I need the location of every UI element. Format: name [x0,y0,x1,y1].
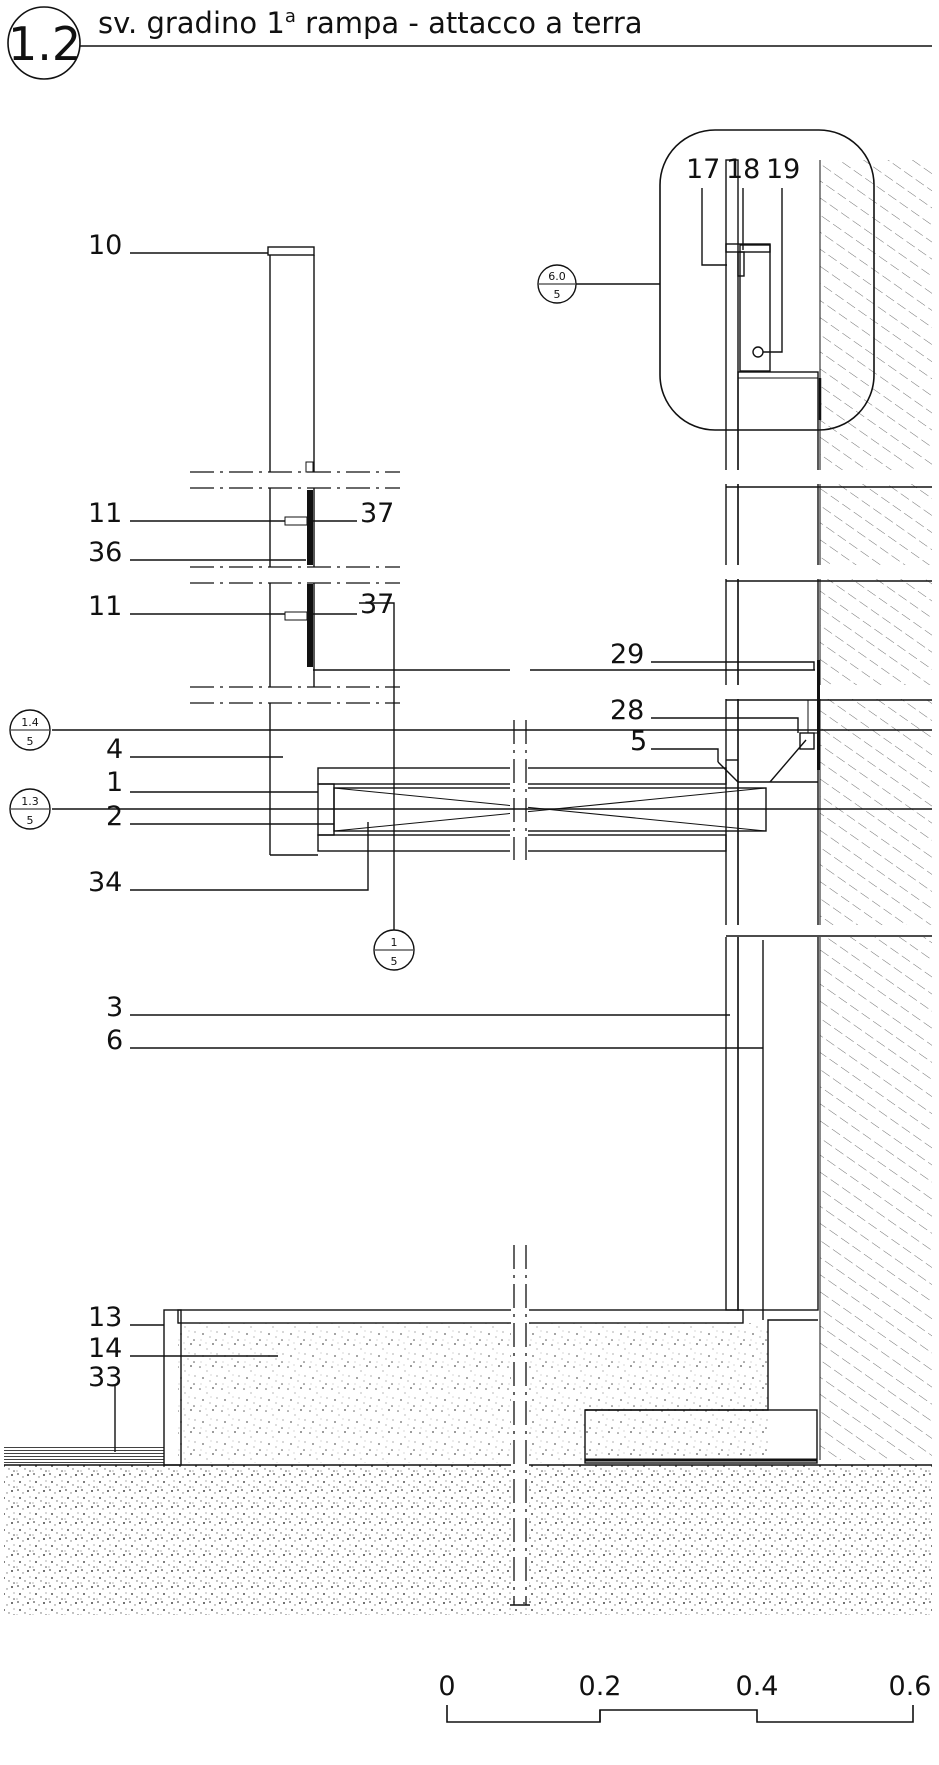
leader-lines [52,188,932,1452]
svg-text:1.3: 1.3 [21,795,39,808]
page-title: sv. gradino 1a rampa - attacco a terra [98,6,643,40]
callout-2: 2 [106,801,123,832]
callout-29: 29 [610,639,644,670]
center-break [510,700,530,1606]
callout-28: 28 [610,695,644,726]
detail-bubble [659,129,875,431]
detail-ref-1[interactable]: 1 5 [373,929,415,971]
callout-36: 36 [88,537,122,568]
callout-10: 10 [88,230,122,261]
scale-tick-0-4: 0.4 [736,1671,779,1702]
callout-37b: 37 [360,589,394,620]
callout-5: 5 [630,726,647,757]
svg-text:1: 1 [391,936,398,949]
scale-tick-0-6: 0.6 [889,1671,932,1702]
svg-text:5: 5 [554,288,561,301]
svg-text:6.0: 6.0 [548,270,566,283]
masonry-wall [819,160,932,1460]
callout-13: 13 [88,1302,122,1333]
callout-4: 4 [106,734,123,765]
scale-tick-0: 0 [438,1671,455,1702]
svg-text:1.4: 1.4 [21,716,39,729]
right-callouts: 17 18 19 37 37 29 28 5 [360,154,800,757]
break-lines [180,470,939,937]
railing-post [267,246,815,856]
svg-text:5: 5 [391,955,398,968]
callout-34: 34 [88,867,122,898]
title-block: 1.2 sv. gradino 1a rampa - attacco a ter… [7,6,932,80]
title-number: 1.2 [8,17,81,71]
detail-ref-1-3[interactable]: 1.3 5 [9,788,51,830]
svg-text:5: 5 [27,735,34,748]
stringer-profile [725,159,819,1320]
callout-3: 3 [106,992,123,1023]
callout-14: 14 [88,1333,122,1364]
callout-19: 19 [766,154,800,185]
step-slab [4,1309,818,1466]
detail-ref-6-0[interactable]: 6.0 5 [537,264,577,304]
callout-1: 1 [106,767,123,798]
callout-33: 33 [88,1362,122,1393]
callout-17: 17 [686,154,720,185]
scale-tick-0-2: 0.2 [579,1671,622,1702]
callout-18: 18 [726,154,760,185]
title-number-circle [7,6,81,80]
callout-37a: 37 [360,498,394,529]
ground-fill [4,1323,932,1615]
scale-bar: 0 0.2 0.4 0.6 [438,1671,932,1723]
callout-11b: 11 [88,591,122,622]
left-callouts: 10 11 36 11 4 1 2 34 3 6 13 14 33 [88,230,123,1393]
callout-6: 6 [106,1025,123,1056]
detail-ref-1-4[interactable]: 1.4 5 [9,709,51,751]
callout-11: 11 [88,498,122,529]
svg-text:5: 5 [27,814,34,827]
